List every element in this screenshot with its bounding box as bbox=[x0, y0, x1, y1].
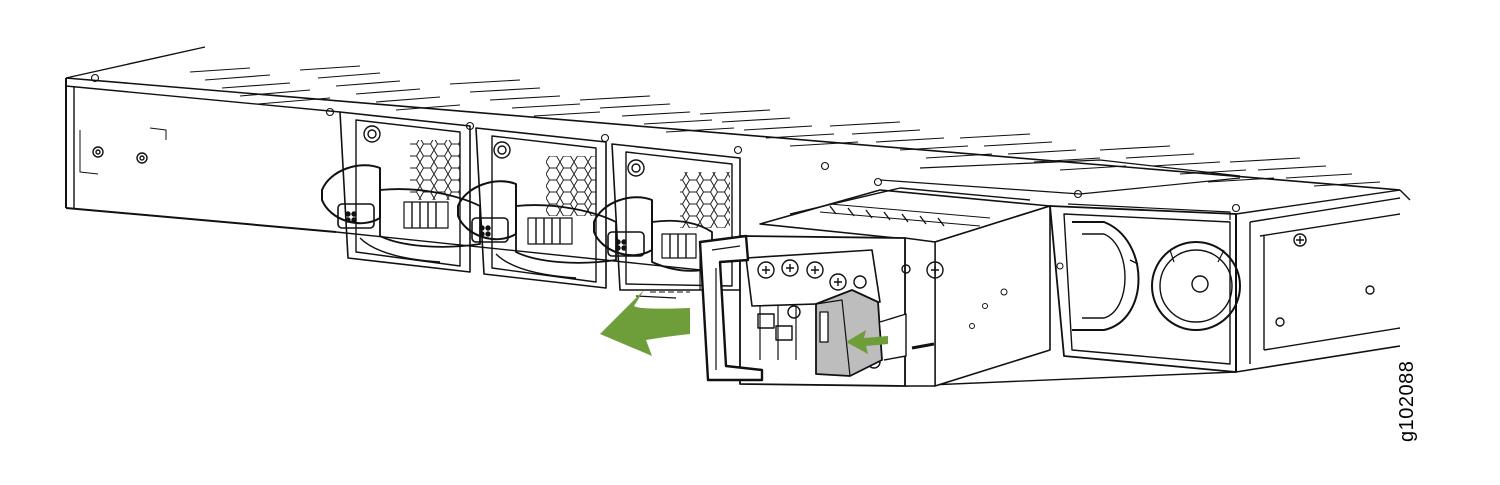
vent-slots bbox=[190, 66, 1380, 186]
screw-icon bbox=[1276, 234, 1374, 326]
left-panel bbox=[80, 128, 166, 174]
empty-psu-slot bbox=[1050, 204, 1240, 372]
figure-id-label: g102088 bbox=[1396, 360, 1418, 442]
remove-direction-arrow bbox=[600, 290, 690, 356]
chassis-body bbox=[66, 47, 1410, 386]
fan-module-1 bbox=[322, 112, 480, 272]
screw-icon bbox=[927, 262, 943, 278]
release-latch bbox=[816, 290, 882, 376]
terminal-screws bbox=[758, 260, 866, 290]
fan-module-2 bbox=[458, 128, 616, 288]
power-supply-module bbox=[636, 188, 1063, 386]
push-latch-arrow bbox=[846, 330, 888, 354]
fan-module-3 bbox=[594, 144, 740, 290]
